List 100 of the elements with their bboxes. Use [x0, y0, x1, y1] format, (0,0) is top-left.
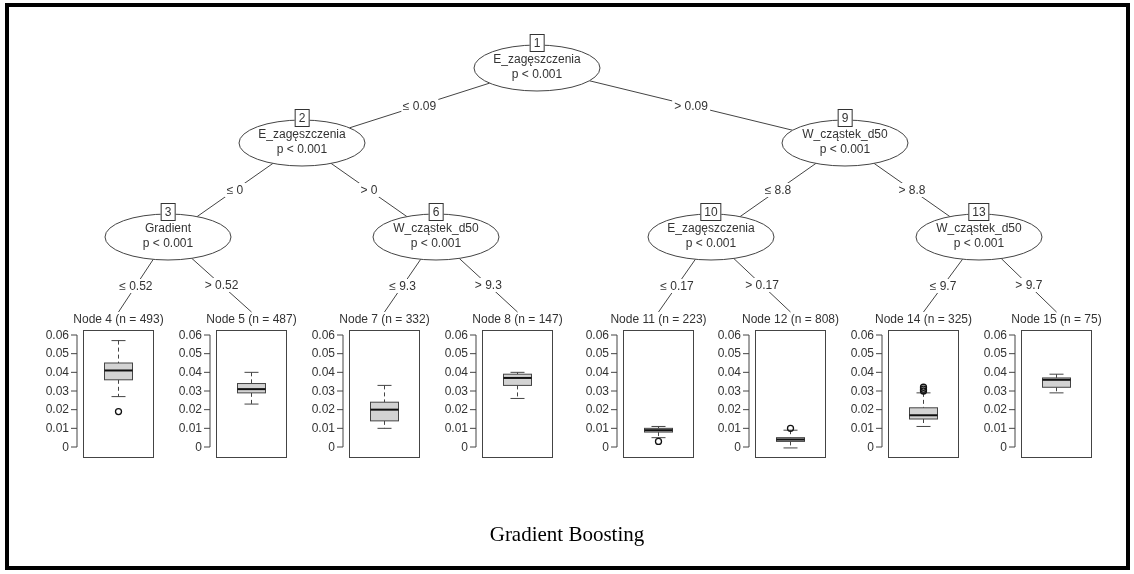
- node-number: 1: [529, 34, 545, 52]
- axis-tick-label: 0.02: [44, 403, 69, 417]
- node-title: Node 14 (n = 325): [874, 312, 973, 327]
- axis-tick-label: 0.03: [443, 384, 468, 398]
- split-variable: W_cząstek_d50: [935, 221, 1023, 236]
- node-number: 13: [968, 203, 990, 221]
- axis-tick-label: 0.01: [849, 421, 874, 435]
- p-value: p < 0.001: [409, 236, 463, 251]
- axis-tick-label: 0.02: [584, 403, 609, 417]
- edge-label: > 8.8: [896, 183, 928, 197]
- axis-tick-label: 0.03: [310, 384, 335, 398]
- split-node: [915, 203, 1043, 261]
- axis-tick-label: 0.05: [716, 347, 741, 361]
- axis-tick-label: 0.01: [310, 421, 335, 435]
- edge-label: > 0.17: [743, 278, 781, 293]
- axis-tick-label: 0.02: [982, 403, 1007, 417]
- edge-label: ≤ 0.09: [400, 98, 439, 113]
- edge-label: > 0: [358, 183, 380, 197]
- node-number: 2: [294, 109, 310, 127]
- edge-label: > 9.7: [1013, 278, 1045, 293]
- split-node: [372, 203, 500, 261]
- axis-tick-label: 0.03: [849, 384, 874, 398]
- split-node: [238, 109, 366, 167]
- axis-tick-label: 0: [327, 440, 335, 454]
- split-node: [104, 203, 232, 261]
- edge-label: ≤ 8.8: [762, 183, 794, 197]
- axis-tick-label: 0.06: [177, 328, 202, 342]
- caption: Gradient Boosting: [489, 522, 645, 547]
- p-value: p < 0.001: [684, 236, 738, 251]
- split-variable: Gradient: [144, 221, 192, 236]
- axis-tick-label: 0.05: [310, 347, 335, 361]
- edge-label: ≤ 9.3: [387, 278, 418, 293]
- node-title: Node 7 (n = 332): [339, 312, 430, 327]
- edge-label: > 0.52: [202, 278, 241, 293]
- axis-tick-label: 0.04: [982, 365, 1007, 379]
- node-title: Node 15 (n = 75): [1011, 312, 1102, 327]
- axis-tick-label: 0: [601, 440, 609, 454]
- axis-tick-label: 0.03: [177, 384, 202, 398]
- axis-tick-label: 0.01: [716, 421, 741, 435]
- axis-tick-label: 0: [999, 440, 1007, 454]
- axis-tick-label: 0: [866, 440, 874, 454]
- axis-tick-label: 0: [460, 440, 468, 454]
- axis-tick-label: 0.04: [443, 365, 468, 379]
- node-title: Node 11 (n = 223): [610, 312, 707, 327]
- split-variable: E_zagęszczenia: [492, 52, 582, 67]
- axis-tick-label: 0.04: [584, 365, 609, 379]
- node-title: Node 5 (n = 487): [206, 312, 297, 327]
- axis-tick-label: 0.05: [177, 347, 202, 361]
- edge-label: > 9.3: [472, 278, 504, 293]
- split-node: [647, 203, 775, 261]
- axis-tick-label: 0.05: [584, 347, 609, 361]
- axis-tick-label: 0.06: [849, 328, 874, 342]
- axis-tick-label: 0.04: [177, 365, 202, 379]
- axis-tick-label: 0.02: [849, 403, 874, 417]
- node-title: Node 12 (n = 808): [741, 312, 840, 327]
- axis-tick-label: 0.04: [310, 365, 335, 379]
- axis-tick-label: 0: [61, 440, 69, 454]
- axis-tick-label: 0.06: [310, 328, 335, 342]
- p-value: p < 0.001: [141, 236, 195, 251]
- axis-tick-label: 0.06: [443, 328, 468, 342]
- axis-tick-label: 0: [194, 440, 202, 454]
- axis-tick-label: 0.05: [44, 347, 69, 361]
- edge-label: ≤ 0.52: [117, 278, 155, 293]
- p-value: p < 0.001: [952, 236, 1006, 251]
- node-number: 6: [428, 203, 444, 221]
- split-node: [473, 34, 601, 92]
- edge-label: > 0.09: [672, 98, 710, 113]
- split-variable: E_zagęszczenia: [257, 127, 347, 142]
- node-number: 10: [700, 203, 722, 221]
- axis-tick-label: 0.04: [716, 365, 741, 379]
- axis-tick-label: 0.04: [849, 365, 874, 379]
- p-value: p < 0.001: [275, 142, 329, 157]
- p-value: p < 0.001: [510, 67, 564, 82]
- node-title: Node 4 (n = 493): [73, 312, 164, 327]
- axis-tick-label: 0.02: [716, 403, 741, 417]
- axis-tick-label: 0: [733, 440, 741, 454]
- axis-tick-label: 0.01: [982, 421, 1007, 435]
- split-variable: E_zagęszczenia: [666, 221, 756, 236]
- axis-tick-label: 0.02: [310, 403, 335, 417]
- axis-tick-label: 0.05: [443, 347, 468, 361]
- axis-tick-label: 0.05: [849, 347, 874, 361]
- p-value: p < 0.001: [818, 142, 872, 157]
- axis-tick-label: 0.01: [44, 421, 69, 435]
- node-number: 3: [160, 203, 176, 221]
- axis-tick-label: 0.03: [982, 384, 1007, 398]
- axis-tick-label: 0.03: [44, 384, 69, 398]
- axis-tick-label: 0.01: [177, 421, 202, 435]
- axis-tick-label: 0.01: [584, 421, 609, 435]
- node-title: Node 8 (n = 147): [472, 312, 563, 327]
- axis-tick-label: 0.06: [982, 328, 1007, 342]
- edge-label: ≤ 9.7: [927, 278, 959, 293]
- edge-label: ≤ 0: [224, 183, 246, 197]
- axis-tick-label: 0.02: [443, 403, 468, 417]
- axis-tick-label: 0.03: [584, 384, 609, 398]
- axis-tick-label: 0.03: [716, 384, 741, 398]
- axis-tick-label: 0.01: [443, 421, 468, 435]
- edge-label: ≤ 0.17: [658, 278, 696, 293]
- split-variable: W_cząstek_d50: [801, 127, 889, 142]
- axis-tick-label: 0.06: [44, 328, 69, 342]
- connector-line: [330, 162, 408, 218]
